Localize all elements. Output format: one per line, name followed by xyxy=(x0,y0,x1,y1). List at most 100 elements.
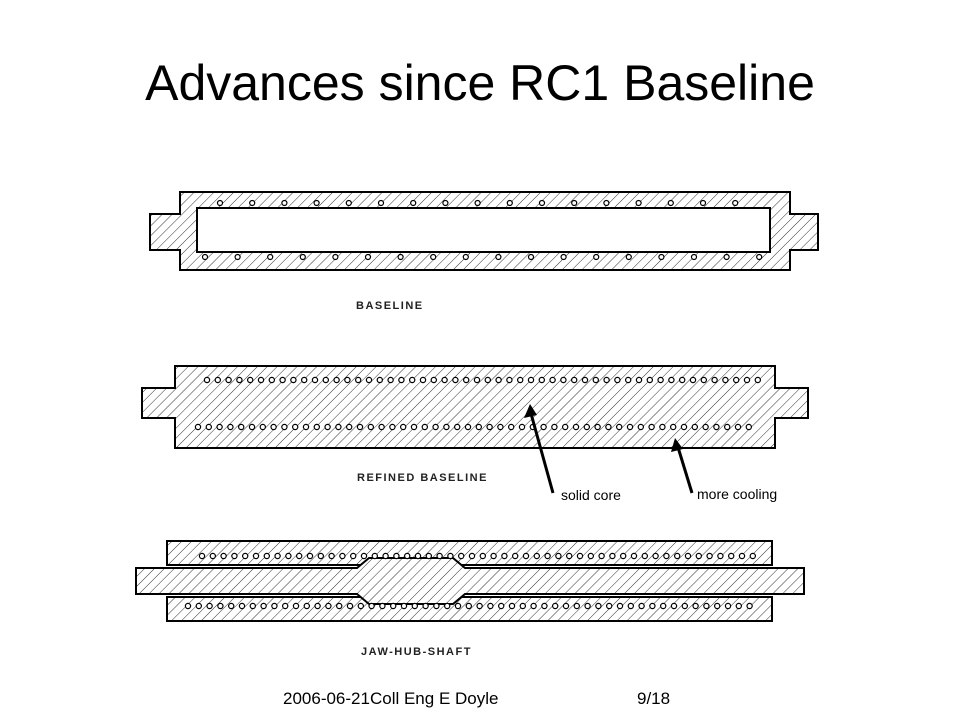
cooling-hole xyxy=(635,376,643,384)
cooling-hole xyxy=(689,376,697,384)
cooling-hole xyxy=(713,423,720,431)
cooling-hole xyxy=(560,376,567,384)
cooling-hole xyxy=(270,423,277,431)
cooling-hole xyxy=(400,602,408,610)
cooling-hole xyxy=(606,602,613,610)
cooling-hole xyxy=(201,253,209,261)
cooling-hole xyxy=(641,552,649,560)
refined-baseline-label: REFINED BASELINE xyxy=(357,472,488,484)
cooling-hole xyxy=(660,602,667,610)
cooling-hole xyxy=(447,552,454,560)
cooling-hole xyxy=(746,602,753,610)
cooling-hole xyxy=(679,376,686,384)
cooling-hole xyxy=(281,199,288,207)
cooling-hole xyxy=(603,376,610,384)
cooling-hole xyxy=(518,423,526,431)
cooling-hole xyxy=(616,602,624,610)
cooling-hole xyxy=(425,552,432,560)
cooling-hole xyxy=(279,376,286,384)
cooling-hole xyxy=(630,552,638,560)
cooling-hole xyxy=(519,602,527,610)
cooling-hole xyxy=(605,423,612,431)
cooling-hole xyxy=(674,552,681,560)
cooling-hole xyxy=(571,376,578,384)
cooling-hole xyxy=(728,552,735,560)
cooling-hole xyxy=(530,602,537,610)
cooling-hole xyxy=(234,253,241,261)
cooling-hole xyxy=(538,376,546,384)
cooling-hole xyxy=(313,199,320,207)
cooling-hole xyxy=(355,376,362,384)
jaw-hub-shaft-label: JAW-HUB-SHAFT xyxy=(361,646,472,658)
cooling-hole xyxy=(220,552,227,560)
cooling-hole xyxy=(668,376,675,384)
cooling-hole xyxy=(414,552,422,560)
cooling-hole xyxy=(681,602,689,610)
cooling-hole xyxy=(367,423,374,431)
cooling-hole xyxy=(324,423,331,431)
cooling-hole xyxy=(248,423,256,431)
cooling-hole xyxy=(430,376,437,384)
cooling-hole xyxy=(475,423,482,431)
cooling-hole xyxy=(616,423,623,431)
cooling-hole xyxy=(527,253,535,261)
cooling-hole xyxy=(454,423,461,431)
cooling-hole xyxy=(422,602,429,610)
cooling-hole xyxy=(465,602,472,610)
cooling-hole xyxy=(409,376,416,384)
cooling-hole xyxy=(508,602,516,610)
cooling-hole xyxy=(506,376,513,384)
cooling-hole xyxy=(648,423,655,431)
cooling-hole xyxy=(738,552,746,560)
cooling-hole xyxy=(680,423,688,431)
cooling-hole xyxy=(231,552,238,560)
cooling-hole xyxy=(598,552,605,560)
cooling-hole xyxy=(576,552,584,560)
cooling-hole xyxy=(301,376,308,384)
cooling-hole xyxy=(562,423,569,431)
cooling-hole xyxy=(292,602,300,610)
more-cooling-arrow xyxy=(675,443,694,494)
cooling-hole xyxy=(734,423,742,431)
cooling-hole xyxy=(587,552,595,560)
cooling-hole xyxy=(733,376,740,384)
cooling-hole xyxy=(646,376,654,384)
cooling-hole xyxy=(508,423,515,431)
baseline-label: BASELINE xyxy=(356,300,424,312)
cooling-hole xyxy=(344,376,351,384)
refined-baseline-jaw-section xyxy=(141,365,809,449)
cooling-hole xyxy=(670,423,677,431)
cooling-hole xyxy=(699,199,707,207)
cooling-hole xyxy=(732,199,739,207)
cooling-hole xyxy=(263,552,270,560)
cooling-hole xyxy=(268,376,275,384)
cooling-hole xyxy=(195,602,202,610)
cooling-hole xyxy=(274,552,281,560)
cooling-hole xyxy=(332,253,339,261)
cooling-hole xyxy=(430,253,437,261)
cooling-hole xyxy=(595,602,602,610)
cooling-hole xyxy=(387,376,394,384)
cooling-hole xyxy=(702,423,709,431)
cooling-hole xyxy=(249,602,256,610)
cooling-hole xyxy=(217,602,224,610)
cooling-hole xyxy=(411,602,418,610)
cooling-hole xyxy=(360,552,368,560)
cooling-hole xyxy=(551,423,558,431)
cooling-hole xyxy=(541,602,548,610)
cooling-hole xyxy=(364,253,372,261)
baseline-hollow-core xyxy=(196,207,771,253)
baseline-cooling-holes xyxy=(201,199,763,261)
cooling-hole xyxy=(552,602,559,610)
cooling-hole xyxy=(454,602,462,610)
cooling-hole xyxy=(692,602,699,610)
cooling-hole xyxy=(350,552,357,560)
cooling-hole xyxy=(249,199,256,207)
cooling-hole xyxy=(484,376,491,384)
cooling-hole xyxy=(296,552,303,560)
cooling-hole xyxy=(501,552,508,560)
cooling-hole xyxy=(282,602,289,610)
cooling-hole xyxy=(376,376,383,384)
cooling-hole xyxy=(205,423,212,431)
